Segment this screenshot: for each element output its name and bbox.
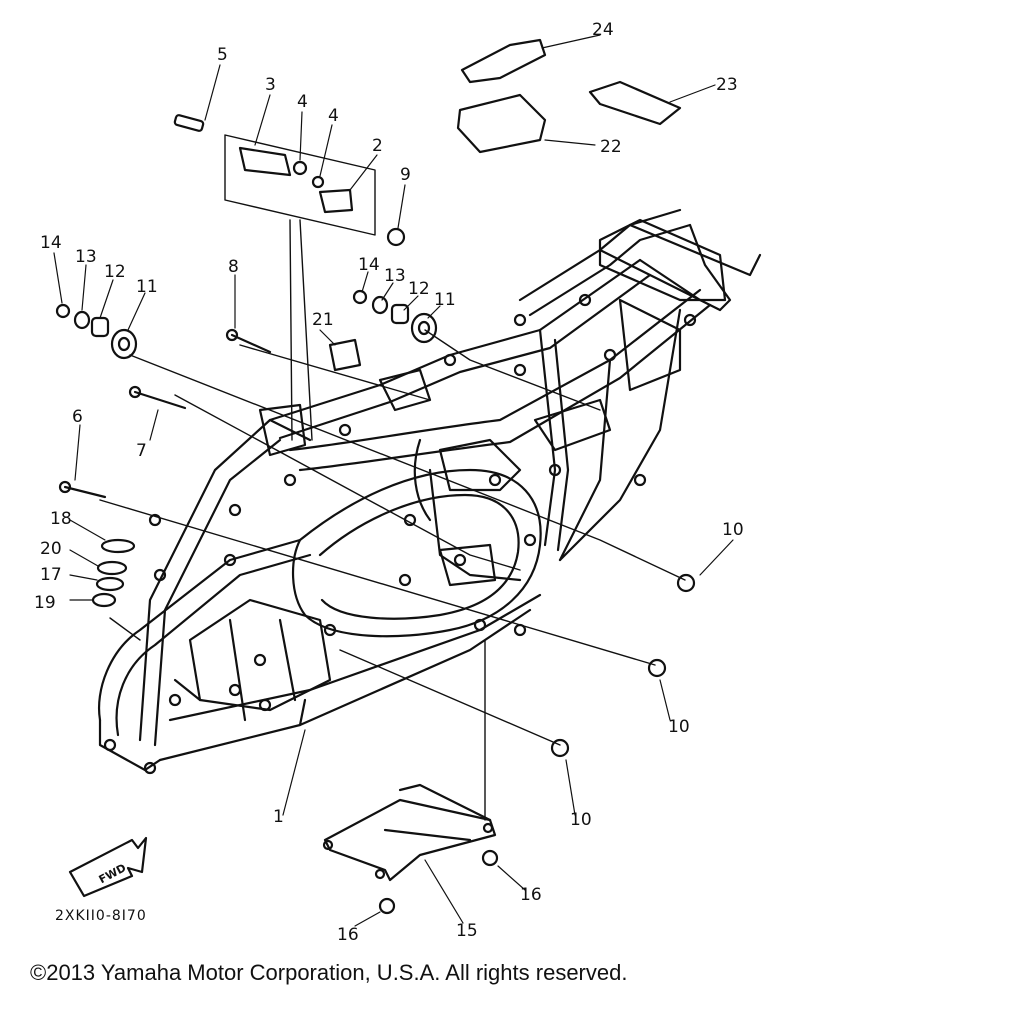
nuts: [386, 227, 696, 758]
skid-plate: [322, 783, 497, 882]
label-plate: [328, 338, 362, 372]
callout-17: 17: [40, 565, 62, 585]
callout-18: 18: [50, 509, 72, 529]
bushings-right: [352, 289, 438, 344]
callout-11a: 11: [136, 277, 158, 297]
callout-10c: 10: [570, 810, 592, 830]
callout-10b: 10: [668, 717, 690, 737]
callout-1: 1: [273, 807, 284, 827]
callout-19: 19: [34, 593, 56, 613]
seat-parts: [456, 38, 682, 154]
damper-stack: [91, 538, 136, 608]
callout-3: 3: [265, 75, 276, 95]
callout-16a: 16: [520, 885, 542, 905]
fwd-arrow: [68, 836, 148, 898]
callout-10a: 10: [722, 520, 744, 540]
callout-7: 7: [136, 441, 147, 461]
callout-2: 2: [372, 136, 383, 156]
callout-5: 5: [217, 45, 228, 65]
callout-6: 6: [72, 407, 83, 427]
callout-20: 20: [40, 539, 62, 559]
callout-leaders: [53, 34, 734, 927]
callout-24: 24: [592, 20, 614, 40]
callout-11b: 11: [434, 290, 456, 310]
fwd-label: FWD: [97, 861, 129, 886]
copyright-notice: ©2013 Yamaha Motor Corporation, U.S.A. A…: [30, 960, 628, 985]
callout-13b: 13: [384, 266, 406, 286]
callout-23: 23: [716, 75, 738, 95]
leader-lines: [99, 134, 686, 821]
callout-21: 21: [312, 310, 334, 330]
callout-9: 9: [400, 165, 411, 185]
callout-labels: 5 3 4 4 2 9 8 14 13 12 11 14 13 12 11 21…: [34, 20, 744, 945]
callout-14b: 14: [358, 255, 380, 275]
callout-12b: 12: [408, 279, 430, 299]
callout-14a: 14: [40, 233, 62, 253]
callout-13a: 13: [75, 247, 97, 267]
bolts-16: [378, 849, 499, 915]
frame-exploded-view: 5 3 4 4 2 9 8 14 13 12 11 14 13 12 11 21…: [34, 20, 762, 945]
bracket-assembly: [173, 114, 354, 214]
callout-22: 22: [600, 137, 622, 157]
bushings-left: [55, 303, 138, 360]
callout-4b: 4: [328, 106, 339, 126]
frame-main: [98, 208, 762, 775]
callout-4a: 4: [297, 92, 308, 112]
callout-15: 15: [456, 921, 478, 941]
diagram-code: 2XKII0-8I70: [55, 908, 147, 924]
callout-8: 8: [228, 257, 239, 277]
callout-16b: 16: [337, 925, 359, 945]
bolts: [58, 328, 272, 499]
callout-12a: 12: [104, 262, 126, 282]
